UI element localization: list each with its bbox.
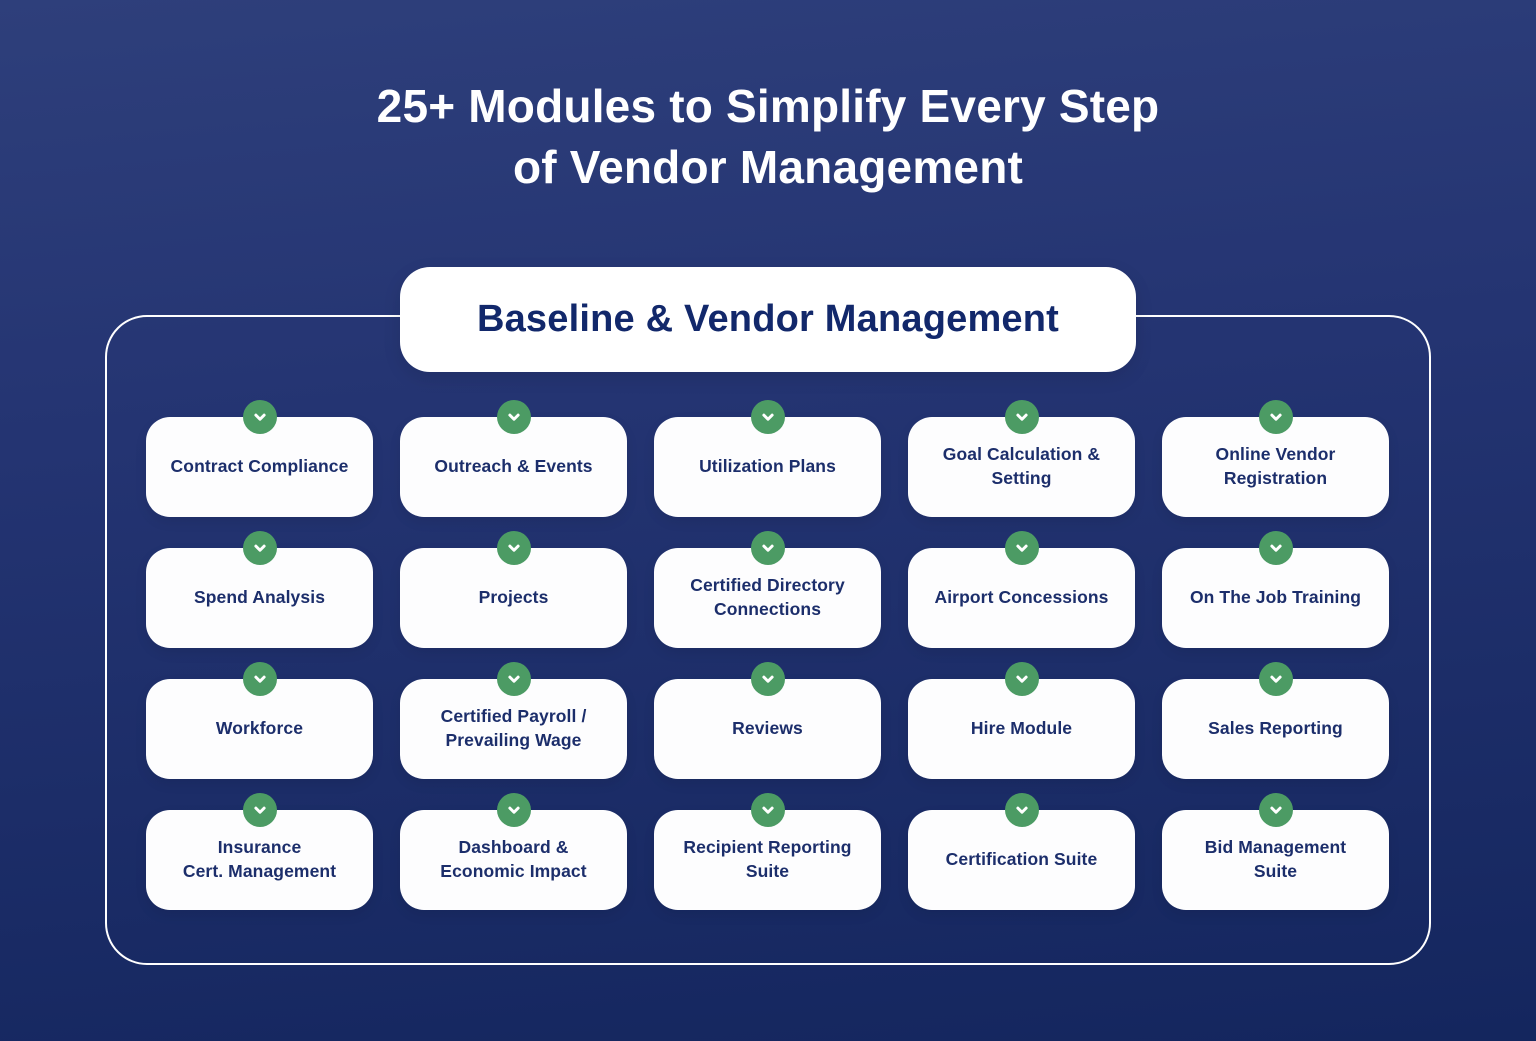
section-header-label: Baseline & Vendor Management xyxy=(476,298,1060,340)
module-label: Utilization Plans xyxy=(699,456,836,477)
chevron-down-icon xyxy=(1258,400,1293,434)
module-label: Bid Management Suite xyxy=(1204,837,1347,881)
module-card-contract-compliance: Contract Compliance xyxy=(146,400,373,517)
module-card-recipient-reporting-suite: Recipient Reporting Suite xyxy=(654,793,881,910)
module-card-reviews: Reviews xyxy=(654,662,881,779)
module-label: Dashboard & Economic Impact xyxy=(440,837,587,881)
module-label: Recipient Reporting Suite xyxy=(683,837,852,881)
module-label: Airport Concessions xyxy=(934,587,1109,608)
module-card-dashboard-economic-impact: Dashboard & Economic Impact xyxy=(400,793,627,910)
module-label: Reviews xyxy=(732,718,803,739)
module-label: On The Job Training xyxy=(1189,587,1362,608)
module-card-outreach-events: Outreach & Events xyxy=(400,400,627,517)
module-label: Online Vendor Registration xyxy=(1215,444,1336,488)
chevron-down-icon xyxy=(1258,793,1293,827)
module-label: Insurance Cert. Management xyxy=(182,837,337,881)
module-card-insurance-cert-management: Insurance Cert. Management xyxy=(146,793,373,910)
module-label: Spend Analysis xyxy=(193,587,326,608)
module-card-workforce: Workforce xyxy=(146,662,373,779)
module-card-projects: Projects xyxy=(400,531,627,648)
module-card-bid-management-suite: Bid Management Suite xyxy=(1162,793,1389,910)
chevron-down-icon xyxy=(750,400,785,434)
module-label: Contract Compliance xyxy=(170,456,349,477)
chevron-down-icon xyxy=(242,400,277,434)
chevron-down-icon xyxy=(1258,531,1293,565)
chevron-down-icon xyxy=(750,793,785,827)
module-label: Certified Payroll / Prevailing Wage xyxy=(440,706,587,750)
module-card-certified-payroll-prevailing-wage: Certified Payroll / Prevailing Wage xyxy=(400,662,627,779)
chevron-down-icon xyxy=(1258,662,1293,696)
chevron-down-icon xyxy=(496,662,531,696)
chevron-down-icon xyxy=(1004,662,1039,696)
chevron-down-icon xyxy=(242,793,277,827)
module-card-on-the-job-training: On The Job Training xyxy=(1162,531,1389,648)
module-card-utilization-plans: Utilization Plans xyxy=(654,400,881,517)
chevron-down-icon xyxy=(1004,531,1039,565)
module-card-airport-concessions: Airport Concessions xyxy=(908,531,1135,648)
section-header-card: Baseline & Vendor Management xyxy=(400,267,1136,372)
module-label: Certification Suite xyxy=(945,849,1098,870)
chevron-down-icon xyxy=(496,793,531,827)
modules-grid: Contract Compliance Outreach & Events Ut… xyxy=(146,400,1389,910)
module-label: Outreach & Events xyxy=(434,456,593,477)
module-card-sales-reporting: Sales Reporting xyxy=(1162,662,1389,779)
module-card-certified-directory-connections: Certified Directory Connections xyxy=(654,531,881,648)
module-card-goal-calculation-setting: Goal Calculation & Setting xyxy=(908,400,1135,517)
page-title: 25+ Modules to Simplify Every Step of Ve… xyxy=(376,80,1160,194)
chevron-down-icon xyxy=(496,531,531,565)
chevron-down-icon xyxy=(1004,400,1039,434)
module-label: Sales Reporting xyxy=(1208,718,1343,739)
module-label: Goal Calculation & Setting xyxy=(942,444,1101,488)
module-card-certification-suite: Certification Suite xyxy=(908,793,1135,910)
chevron-down-icon xyxy=(1004,793,1039,827)
chevron-down-icon xyxy=(242,662,277,696)
module-label: Workforce xyxy=(215,718,304,739)
module-label: Hire Module xyxy=(970,718,1073,739)
chevron-down-icon xyxy=(496,400,531,434)
module-label: Projects xyxy=(478,587,549,608)
module-label: Certified Directory Connections xyxy=(690,575,845,619)
chevron-down-icon xyxy=(750,662,785,696)
module-card-hire-module: Hire Module xyxy=(908,662,1135,779)
chevron-down-icon xyxy=(750,531,785,565)
module-card-online-vendor-registration: Online Vendor Registration xyxy=(1162,400,1389,517)
module-card-spend-analysis: Spend Analysis xyxy=(146,531,373,648)
chevron-down-icon xyxy=(242,531,277,565)
